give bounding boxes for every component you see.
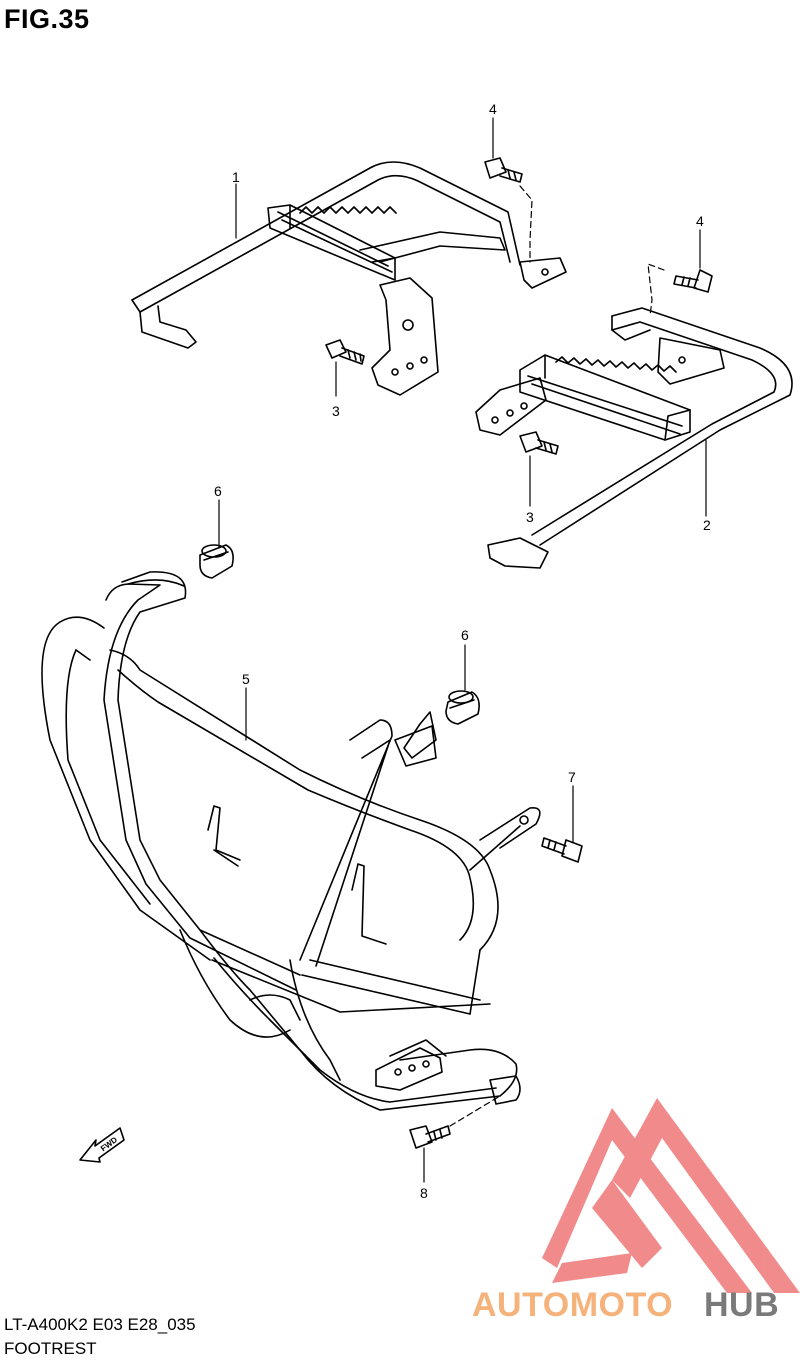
callout-8: 8: [420, 1185, 428, 1201]
bolt-8: [410, 1126, 450, 1148]
part-2-right-footrest: [476, 308, 792, 568]
watermark-text-automoto: AUTOMOTO: [472, 1286, 673, 1324]
callout-6-upper: 6: [214, 483, 222, 499]
callout-5: 5: [242, 671, 250, 687]
part-1-left-footrest: [132, 162, 566, 395]
callout-3-left: 3: [332, 403, 340, 419]
figure-title: FIG.35: [4, 4, 90, 34]
bolt-4-right: [674, 270, 712, 292]
bolt-3-right: [520, 432, 558, 454]
figure-caption: FOOTREST: [4, 1339, 97, 1358]
bolt-7: [542, 838, 582, 862]
watermark-text-hub: HUB: [704, 1286, 779, 1324]
callout-numbers: 1 2 3 3 4 4 5 6 6 7 8 FWD: [99, 101, 711, 1201]
part-5-bumper-guard: [42, 572, 540, 1110]
automotohub-watermark-logo: AUTOMOTO HUB: [472, 1098, 800, 1324]
callout-6-lower: 6: [461, 627, 469, 643]
model-code: LT-A400K2 E03 E28_035: [4, 1315, 196, 1334]
callout-7: 7: [568, 769, 576, 785]
bolt-3-left: [326, 340, 364, 364]
callout-3-right: 3: [526, 509, 534, 525]
callout-1: 1: [232, 169, 240, 185]
collar-6-lower: [446, 690, 479, 724]
callout-4-right: 4: [696, 213, 704, 229]
callout-2: 2: [703, 517, 711, 533]
forward-direction-arrow: [80, 1128, 124, 1162]
leader-lines: [219, 118, 706, 1182]
collar-6-upper: [200, 544, 233, 578]
callout-4-left: 4: [489, 101, 497, 117]
bolt-4-left: [485, 158, 522, 182]
